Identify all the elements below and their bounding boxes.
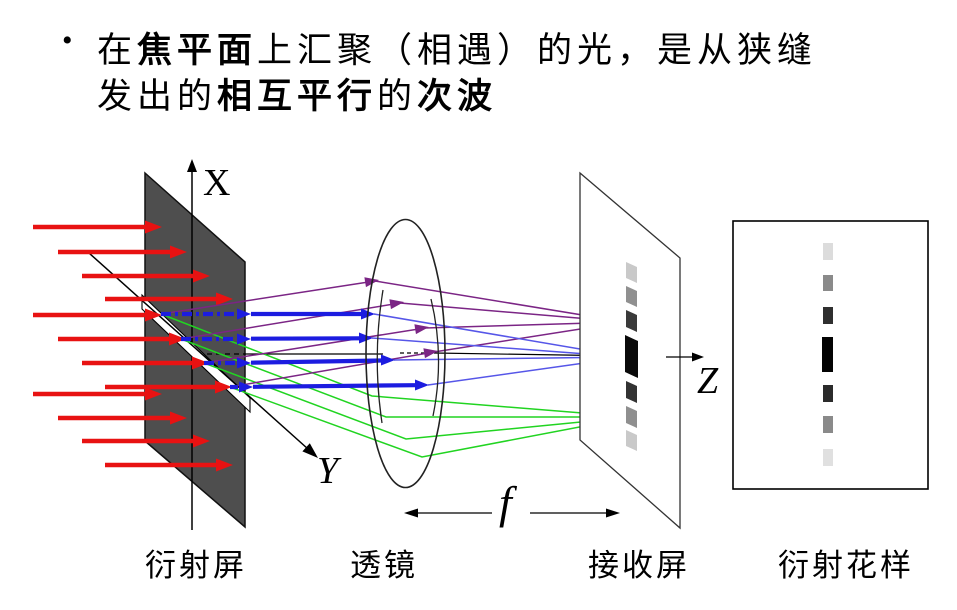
lens-shape [365, 218, 446, 489]
green-rays [160, 313, 633, 458]
y-axis-label: Y [317, 450, 339, 492]
z-axis [666, 352, 704, 362]
fringe [626, 310, 637, 332]
fringe [626, 262, 637, 283]
incident-light-arrows [33, 220, 233, 472]
diffraction-pattern-bars [822, 243, 833, 466]
title-line-1: 在焦平面上汇聚（相遇）的光，是从狭缝 [97, 22, 817, 73]
title-text-bold: 相互平行 [217, 77, 378, 116]
title-text-bold: 焦平面 [137, 31, 258, 70]
y-axis [88, 252, 318, 458]
caption-receiving-screen: 接收屏 [588, 548, 690, 583]
fringe-central [625, 335, 638, 378]
fringe [626, 381, 637, 403]
fringe [626, 406, 637, 428]
title-text: 的 [377, 77, 418, 116]
lens-inner-arc-right [430, 298, 440, 417]
x-axis-label: X [203, 162, 231, 204]
caption-diffraction-pattern: 衍射花样 [778, 548, 914, 583]
pattern-bar-central [822, 337, 833, 372]
pattern-bar [823, 416, 833, 433]
title-text-bold: 次波 [417, 77, 498, 116]
receiving-screen-fringes [625, 262, 638, 451]
title-text: 上汇聚（相遇）的光，是从狭缝 [257, 31, 818, 70]
pattern-bar [823, 275, 833, 291]
pattern-bar [823, 449, 833, 466]
title-text: 发出的 [97, 77, 218, 116]
z-axis-label: Z [697, 360, 719, 402]
fringe [626, 286, 637, 307]
pattern-bar [823, 307, 833, 324]
focal-length-dimension [404, 508, 620, 518]
bullet-icon: • [62, 24, 73, 57]
title-line-2: 发出的相互平行的次波 [97, 68, 497, 119]
caption-lens: 透镜 [350, 548, 418, 583]
fringe [626, 430, 637, 451]
focal-length-label: f [499, 477, 512, 528]
caption-diffraction-screen: 衍射屏 [145, 548, 247, 583]
title-text: 在 [97, 31, 138, 70]
lens-ellipse [365, 218, 446, 489]
lens-inner-arc-left [376, 289, 384, 424]
pattern-bar [823, 385, 833, 402]
pattern-bar [823, 243, 833, 260]
incident-light-arrowheads [33, 220, 233, 472]
